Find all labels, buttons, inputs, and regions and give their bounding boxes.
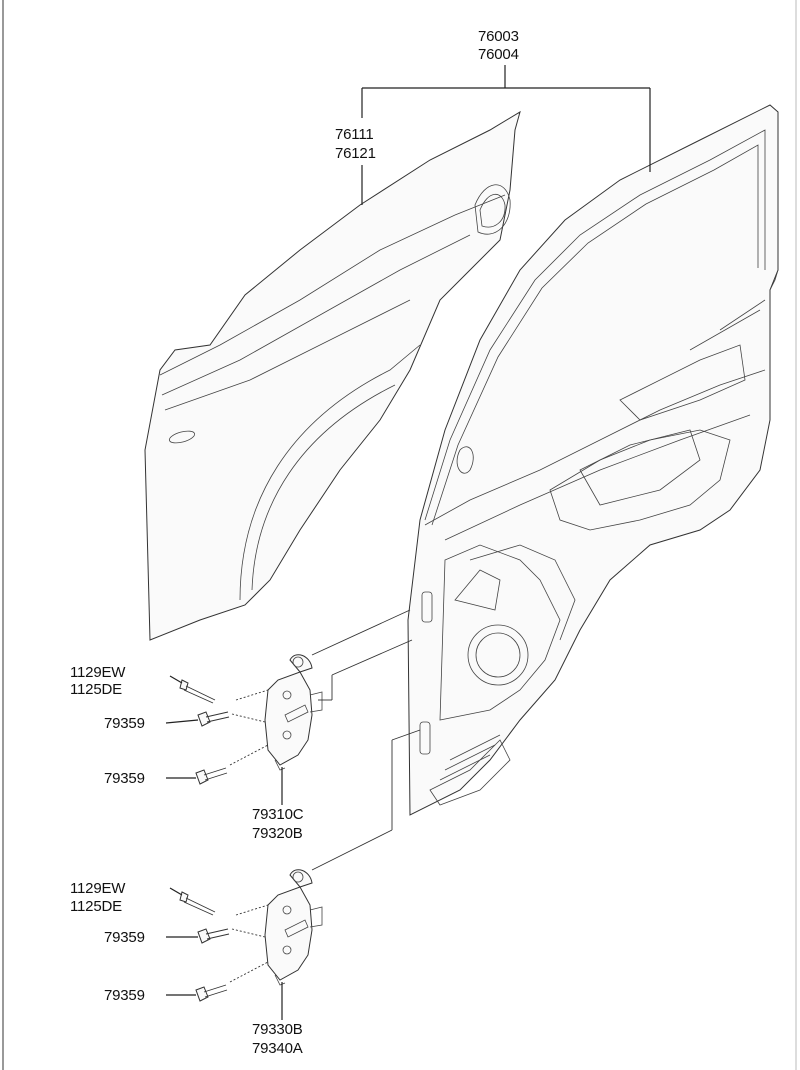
upper-hinge-group — [165, 609, 413, 805]
label-lower-hinge-a: 79330B — [252, 1021, 303, 1038]
label-upper-screw-1: 79359 — [104, 715, 145, 732]
label-upper-bolt-a: 1129EW — [70, 664, 126, 681]
label-panel-a: 76111 — [335, 126, 374, 143]
outer-door-panel — [144, 110, 521, 641]
label-door-assy-b: 76004 — [478, 46, 519, 63]
label-lower-bolt-a: 1129EW — [70, 880, 126, 897]
label-lower-screw-1: 79359 — [104, 929, 145, 946]
label-door-assy-a: 76003 — [478, 28, 519, 45]
lower-hinge-group — [166, 729, 421, 1020]
label-upper-hinge-a: 79310C — [252, 806, 304, 823]
door-frame-assembly — [407, 104, 779, 816]
label-panel-b: 76121 — [335, 145, 376, 162]
leader-lines — [361, 65, 651, 205]
label-lower-bolt-b: 1125DE — [70, 898, 122, 915]
label-upper-bolt-b: 1125DE — [70, 681, 122, 698]
label-lower-hinge-b: 79340A — [252, 1040, 303, 1057]
label-lower-screw-2: 79359 — [104, 987, 145, 1004]
label-upper-screw-2: 79359 — [104, 770, 145, 787]
label-upper-hinge-b: 79320B — [252, 825, 303, 842]
